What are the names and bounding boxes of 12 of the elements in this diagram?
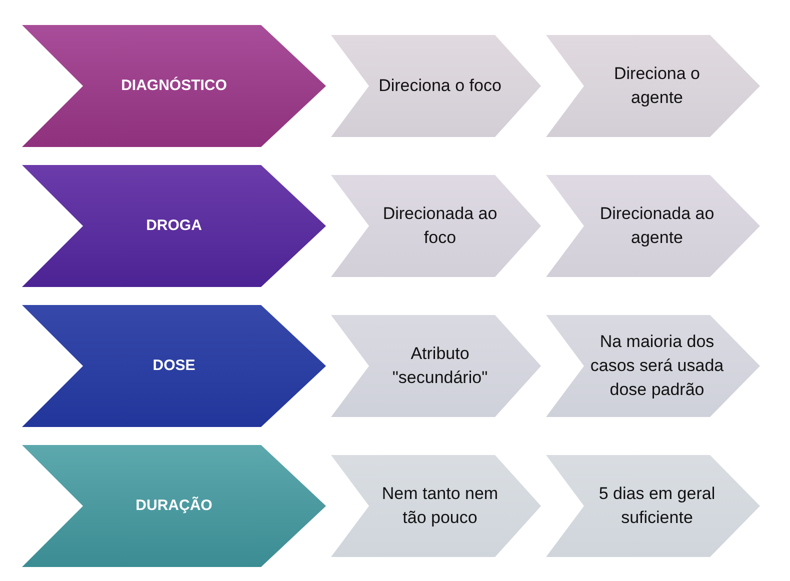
detail-label: 5 dias em geral suficiente [598,483,716,529]
category-label: DIAGNÓSTICO [121,76,227,96]
category-label: DROGA [146,216,202,236]
category-label: DOSE [152,356,196,376]
detail-label: Direciona o foco [378,75,502,97]
category-label: DURAÇÃO [136,496,212,516]
detail-label: Na maioria dos casos será usada dose padrão [589,331,725,401]
detail-label: Nem tanto nem tão pouco [380,483,500,529]
detail-label: Direcionada ao foco [382,203,498,249]
detail-label: Direciona o agente [613,63,701,109]
detail-label: Atributo "secundário" [391,343,489,389]
detail-label: Direcionada ao agente [598,203,716,249]
